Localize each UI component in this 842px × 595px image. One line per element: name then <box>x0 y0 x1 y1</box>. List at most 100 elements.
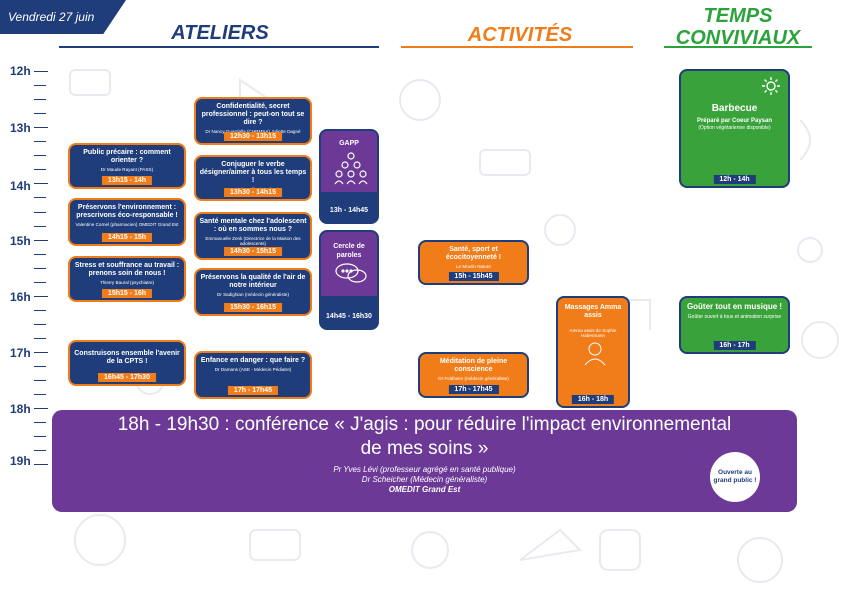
convivial-subtitle: Préparé par Coeur Paysan <box>696 118 773 124</box>
hour-label: 16h <box>10 290 31 304</box>
atelier-title: Conjuguer le verbe désigner/aimer à tous… <box>199 161 307 184</box>
atelier-time: 15h30 - 16h15 <box>224 303 282 312</box>
atelier-speaker: Valentine Cornel (pharmacien) OMEDIT Gra… <box>75 222 179 227</box>
atelier-card[interactable]: Préservons la qualité de l'air de notre … <box>194 268 312 316</box>
cercle-card[interactable]: Cercle de paroles 14h45 - 16h30 <box>319 230 379 330</box>
hour-label: 12h <box>10 64 31 78</box>
atelier-card[interactable]: Préservons l'environnement : prescrivons… <box>68 198 186 246</box>
activity-time: 15h - 15h45 <box>448 272 499 281</box>
atelier-speaker: Dr Damans (ASE - Médecin Pédiatre) <box>214 367 292 372</box>
speech-bubbles-icon <box>335 263 367 283</box>
activity-card[interactable]: Santé, sport et écocitoyenneté ! Le Moul… <box>418 240 529 285</box>
activity-title: Méditation de pleine conscience <box>439 358 508 373</box>
time-tick <box>34 366 46 367</box>
convivial-title: Barbecue <box>711 103 758 114</box>
time-tick <box>34 212 46 213</box>
time-tick <box>34 450 46 451</box>
conference-speaker: Pr Yves Lévi (professeur agrégé en santé… <box>333 465 516 474</box>
time-tick <box>34 296 48 297</box>
time-tick <box>34 99 46 100</box>
hour-label: 14h <box>10 179 31 193</box>
hour-label: 13h <box>10 121 31 135</box>
ateliers-underline <box>59 46 379 48</box>
time-tick <box>34 240 48 241</box>
time-tick <box>34 71 48 72</box>
activity-speaker: Amma assis de Sophie Habermann <box>569 328 617 339</box>
time-tick <box>34 408 48 409</box>
time-tick <box>34 85 46 86</box>
gapp-wave <box>321 192 377 222</box>
atelier-title: Santé mentale chez l'adolescent : où en … <box>199 218 307 233</box>
atelier-time: 13h30 - 14h15 <box>224 188 282 197</box>
atelier-speaker: Dr Sadighian (médecin généraliste) <box>216 292 289 297</box>
convivial-time: 16h - 17h <box>713 341 756 350</box>
atelier-card[interactable]: Confidentialité, secret professionnel : … <box>194 97 312 145</box>
time-tick <box>34 422 46 423</box>
hour-label: 18h <box>10 402 31 416</box>
activity-title: Santé, sport et écocitoyenneté ! <box>445 246 502 261</box>
conference-organisation: OMEDIT Grand Est <box>388 485 461 494</box>
convivial-card[interactable]: Barbecue Préparé par Coeur Paysan (Optio… <box>679 69 790 188</box>
atelier-card[interactable]: Construisons ensemble l'avenir de la CPT… <box>68 340 186 386</box>
atelier-card[interactable]: Santé mentale chez l'adolescent : où en … <box>194 212 312 260</box>
hour-label: 17h <box>10 346 31 360</box>
activity-card[interactable]: Méditation de pleine conscience Dr Feldh… <box>418 352 529 398</box>
activity-time: 17h - 17h45 <box>448 385 499 394</box>
activity-time: 16h - 18h <box>571 395 615 404</box>
cercle-wave <box>321 296 377 328</box>
cercle-time: 14h45 - 16h30 <box>326 313 372 320</box>
time-tick <box>34 197 46 198</box>
atelier-card[interactable]: Stress et souffrance au travail : prenon… <box>68 256 186 302</box>
column-title-temps-line1: TEMPS <box>703 5 773 27</box>
time-tick <box>34 352 48 353</box>
time-tick <box>34 436 46 437</box>
atelier-title: Stress et souffrance au travail : prenon… <box>74 262 180 277</box>
atelier-speaker: Emmanuelle Zenk (Directrice de la Maison… <box>205 236 301 247</box>
convivial-card[interactable]: Goûter tout en musique ! Goûter ouvert à… <box>679 296 790 354</box>
atelier-speaker: Thierry Baural (psychiatre) <box>99 280 155 285</box>
column-title-activites: ACTIVITÉS <box>467 24 573 46</box>
convivial-subtitle: Goûter ouvert à tous et animation surpri… <box>687 314 782 320</box>
atelier-time: 17h - 17h45 <box>227 386 279 395</box>
time-tick <box>34 113 46 114</box>
conference-banner[interactable]: 18h - 19h30 : conférence « J'agis : pour… <box>52 410 797 512</box>
atelier-title: Enfance en danger : que faire ? <box>200 357 306 364</box>
atelier-speaker: Dr Maude Rayant (PASS) <box>100 167 154 172</box>
time-tick <box>34 324 46 325</box>
time-tick <box>34 155 46 156</box>
atelier-card[interactable]: Public précaire : comment orienter ? Dr … <box>68 143 186 189</box>
column-title-temps-line2: CONVIVIAUX <box>675 27 801 49</box>
convivial-title: Goûter tout en musique ! <box>686 302 783 311</box>
convivial-time: 12h - 14h <box>713 175 756 184</box>
column-title-ateliers: ATELIERS <box>171 22 269 44</box>
activity-card[interactable]: Massages Amma assis Amma assis de Sophie… <box>556 296 630 408</box>
time-tick <box>34 380 46 381</box>
gapp-time: 13h - 14h45 <box>329 207 369 214</box>
time-tick <box>34 394 46 395</box>
atelier-time: 12h30 - 13h15 <box>224 132 282 141</box>
atelier-title: Préservons la qualité de l'air de notre … <box>200 274 306 289</box>
gapp-card[interactable]: GAPP 13h - 14h45 <box>319 129 379 224</box>
atelier-card[interactable]: Conjuguer le verbe désigner/aimer à tous… <box>194 155 312 201</box>
atelier-card[interactable]: Enfance en danger : que faire ? Dr Daman… <box>194 351 312 399</box>
atelier-time: 13h15 - 14h <box>101 176 153 185</box>
date-tab: Vendredi 27 juin <box>0 0 126 34</box>
atelier-time: 14h30 - 15h15 <box>224 247 282 256</box>
time-tick <box>34 310 46 311</box>
atelier-title: Public précaire : comment orienter ? <box>83 149 171 164</box>
conference-title-line1: 18h - 19h30 : conférence « J'agis : pour… <box>117 414 732 435</box>
time-tick <box>34 169 46 170</box>
time-tick <box>34 226 46 227</box>
activity-speaker: Dr Feldheim (médecin généraliste) <box>438 376 509 381</box>
atelier-title: Construisons ensemble l'avenir de la CPT… <box>74 350 180 365</box>
conference-title-line2: de mes soins » <box>360 438 489 459</box>
public-badge: Ouverte au grand public ! <box>710 452 760 502</box>
atelier-time: 14h15 - 15h <box>101 233 153 242</box>
time-tick <box>34 254 46 255</box>
massage-icon <box>584 342 606 366</box>
atelier-time: 16h45 - 17h30 <box>98 373 156 382</box>
gapp-title: GAPP <box>339 140 359 147</box>
atelier-title: Confidentialité, secret professionnel : … <box>201 103 305 126</box>
atelier-title: Préservons l'environnement : prescrivons… <box>76 204 178 219</box>
column-title-temps-conviviaux: TEMPS CONVIVIAUX <box>648 5 828 49</box>
